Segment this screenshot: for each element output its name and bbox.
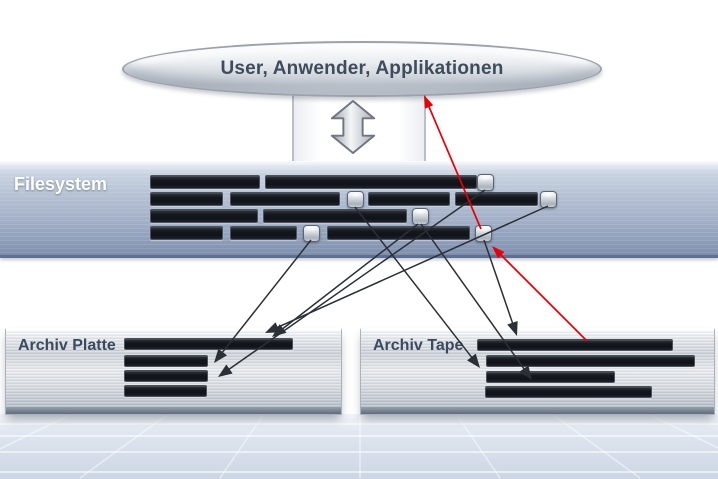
mapping-arrow-head (218, 364, 233, 377)
recall-arrow-line (426, 102, 482, 230)
mapping-arrow-head (507, 320, 518, 336)
mapping-arrow-head (272, 324, 287, 337)
mapping-arrow-line (271, 205, 549, 331)
mapping-arrow-line (420, 223, 528, 374)
recall-arrow-head (424, 95, 434, 109)
floor-grid-line (455, 414, 501, 479)
mapping-arrow-line (224, 189, 486, 374)
mapping-arrow-head (519, 365, 532, 380)
mapping-arrow-head (467, 353, 480, 368)
mapping-arrow-line (277, 223, 419, 333)
bidirectional-arrow-icon (330, 100, 376, 154)
user-applications-label: User, Anwender, Applikationen (220, 58, 504, 79)
recall-arrow-head (492, 246, 505, 259)
floor-grid-line (219, 414, 265, 479)
mapping-arrow-head (214, 348, 227, 363)
floor-grid (0, 414, 718, 479)
floor-grid-line (0, 414, 73, 450)
mapping-arrow-line (354, 206, 476, 363)
mapping-arrow-line (483, 239, 516, 329)
filesystem-label: Filesystem (14, 174, 108, 194)
floor-background (0, 414, 718, 479)
mapping-arrow-line (218, 239, 312, 358)
user-applications-ellipse: User, Anwender, Applikationen (122, 41, 602, 97)
floor-grid-line (551, 414, 641, 479)
floor-grid-line (79, 414, 169, 479)
floor-grid-line (647, 414, 718, 449)
archive-platte-label: Archiv Platte (18, 337, 116, 354)
archive-tape-label: Archiv Tape (373, 337, 464, 354)
recall-arrow-line (497, 251, 588, 342)
